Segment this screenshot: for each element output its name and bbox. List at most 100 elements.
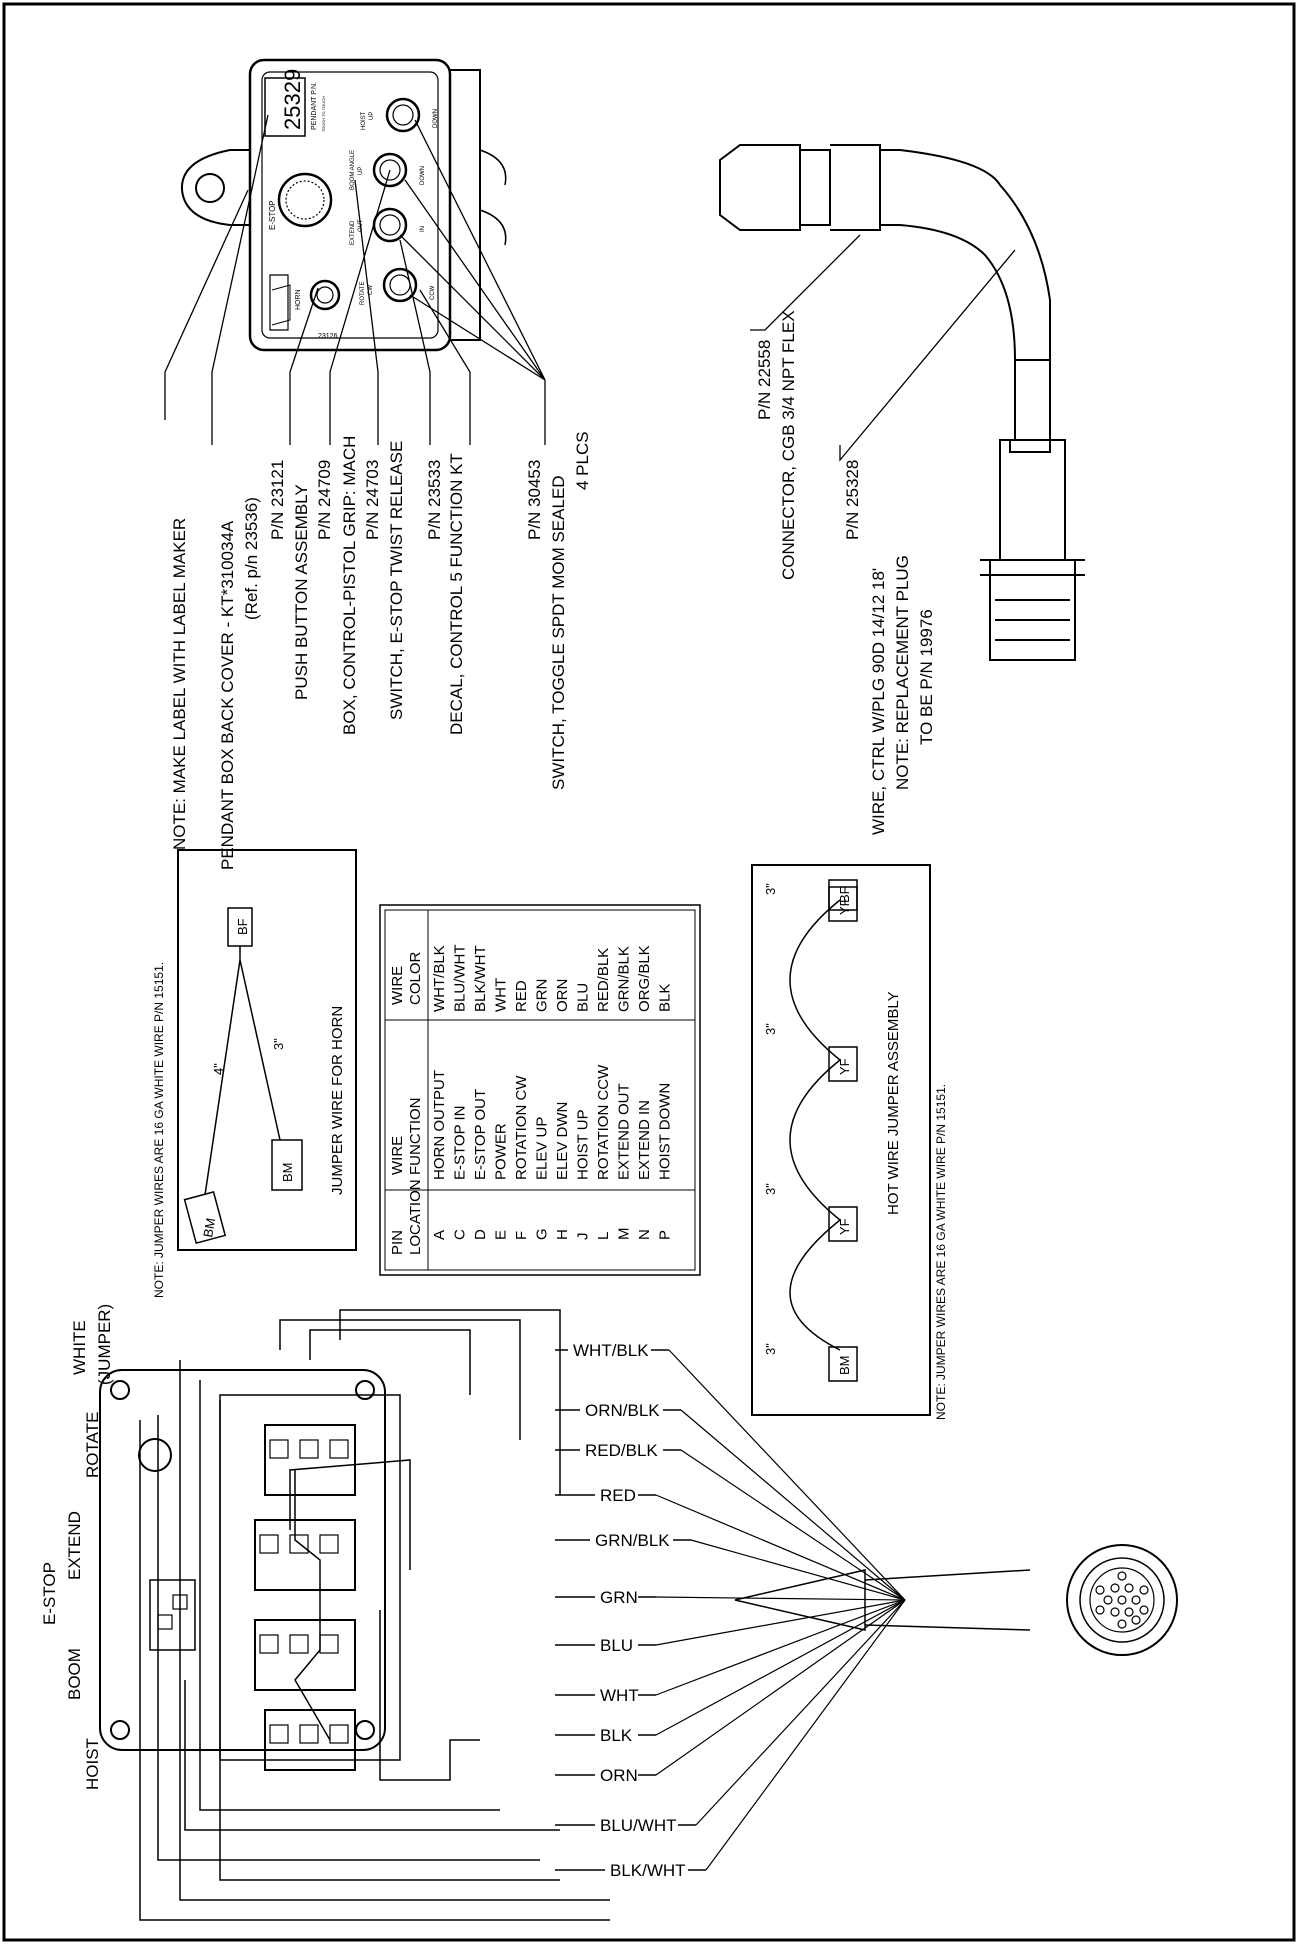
toggle-rotate: ROTATE CW CCW — [360, 267, 436, 305]
horn-jumper-bm-a: BM — [280, 1163, 295, 1183]
wire-label: GRN/BLK — [595, 1531, 670, 1550]
wire-label: GRN — [600, 1588, 638, 1607]
leader-lines — [164, 114, 1016, 462]
callout-back-cover-ref: (Ref. p/n 23536) — [242, 497, 261, 620]
wire-label: WHT/BLK — [573, 1341, 649, 1360]
toggle-rotate-label: ROTATE — [360, 282, 366, 305]
side-label-extend: EXTEND — [65, 1511, 84, 1580]
pin-table-cell: E-STOP IN — [452, 1106, 469, 1180]
callout-estop-switch: SWITCH, E-STOP TWIST RELEASE — [387, 441, 406, 720]
pin-table-cell: POWER — [493, 1123, 510, 1180]
pin-table-cell: A — [431, 1230, 448, 1240]
toggle-boom-label: BOOM ANGLE — [350, 150, 356, 190]
connector-pin — [1095, 1585, 1105, 1595]
wire-label: BLK/WHT — [610, 1861, 686, 1880]
side-label-white: WHITE — [70, 1320, 89, 1375]
hot-jumper-length: 3" — [763, 1343, 778, 1355]
wire-leader — [655, 1494, 906, 1601]
connector-pin — [1103, 1595, 1113, 1605]
pendant-pn-number: 25329 — [280, 69, 305, 130]
hot-jumper-end: BM — [837, 1356, 852, 1376]
pin-table-cell: E — [493, 1230, 510, 1240]
pin-table-header: PIN — [389, 1230, 406, 1255]
connector-pin — [1139, 1585, 1149, 1595]
wire-leader — [680, 1409, 906, 1601]
wire-leader — [655, 1599, 906, 1646]
pin-table-cell: M — [616, 1228, 633, 1241]
toggle-boom: BOOM ANGLE UP DOWN — [350, 150, 426, 190]
pin-table-cell: WHT/BLK — [431, 945, 448, 1012]
wire-label: RED/BLK — [585, 1441, 658, 1460]
pin-table-cell: ELEV UP — [534, 1117, 551, 1180]
pin-table-header: WIRE — [389, 966, 406, 1005]
pin-table-cell: RED/BLK — [595, 948, 612, 1012]
toggle-extend: EXTEND OUT IN — [350, 207, 426, 245]
pin-table-cell: ROTATION CW — [513, 1075, 530, 1180]
pin-table-cell: E-STOP OUT — [472, 1089, 489, 1180]
callout-box-control: BOX, CONTROL-PISTOL GRIP: MACH — [340, 436, 359, 735]
pin-table-cell: F — [513, 1231, 530, 1240]
pin-table — [379, 904, 701, 1276]
wiring-diagram: WHITE (JUMPER) ROTATE E-STOP EXTEND BOOM… — [40, 1304, 1178, 1921]
callout-pn-30453: P/N 30453 — [525, 460, 544, 540]
pin-table-cell: ORN — [554, 979, 571, 1012]
horn-jumper-title: JUMPER WIRE FOR HORN — [329, 1006, 346, 1195]
wire-leader — [690, 1539, 906, 1601]
wire-label: BLK — [600, 1726, 633, 1745]
pin-table-header: COLOR — [407, 951, 424, 1005]
toggle-hoist-label: HOIST — [361, 111, 367, 130]
callout-pn-23121: P/N 23121 — [268, 460, 287, 540]
wire-label: ORN/BLK — [585, 1401, 660, 1420]
connector-pin — [1117, 1595, 1127, 1605]
pin-table-cell: H — [554, 1229, 571, 1240]
hot-jumper-length: 3" — [763, 1023, 778, 1035]
hot-jumper-title: HOT WIRE JUMPER ASSEMBLY — [885, 991, 902, 1215]
hot-jumper-length: 3" — [763, 1183, 778, 1195]
toggle-extend-down: IN — [420, 226, 426, 232]
estop-knob — [277, 172, 333, 228]
hot-jumper-end: YF — [837, 898, 852, 915]
pin-table-cell: C — [452, 1229, 469, 1240]
pin-table-cell: N — [636, 1229, 653, 1240]
callout-replacement-pn: TO BE P/N 19976 — [917, 609, 936, 745]
pin-table-cell: ROTATION CCW — [595, 1064, 612, 1180]
callout-decal: DECAL, CONTROL 5 FUNCTION KT — [447, 453, 466, 735]
pin-table-header: FUNCTION — [407, 1098, 424, 1176]
hot-jumper-end: YF — [837, 1058, 852, 1075]
wire-leader — [655, 1596, 906, 1601]
pin-table-cell: BLK — [657, 984, 674, 1012]
callout-label-maker: NOTE: MAKE LABEL WITH LABEL MAKER — [170, 518, 189, 850]
wire-label: RED — [600, 1486, 636, 1505]
callout-pn-23533: P/N 23533 — [425, 460, 444, 540]
pin-table-cell: EXTEND OUT — [616, 1083, 633, 1180]
callout-wire-ctrl: WIRE, CTRL W/PLG 90D 14/12 18' — [869, 568, 888, 835]
horn-jumper-panel: NOTE: JUMPER WIRES ARE 16 GA WHITE WIRE … — [152, 849, 357, 1298]
pin-table-cell: P — [657, 1230, 674, 1240]
callout-texts: NOTE: MAKE LABEL WITH LABEL MAKER PENDAN… — [170, 310, 936, 870]
pin-table-cell: D — [472, 1229, 489, 1240]
horn-jumper-len-4: 4" — [211, 1063, 226, 1075]
callout-replacement-plug: NOTE: REPLACEMENT PLUG — [893, 555, 912, 790]
pin-table-header: WIRE — [389, 1136, 406, 1175]
estop-label: E-STOP — [268, 200, 277, 230]
toggle-extend-label: EXTEND — [350, 220, 356, 245]
pin-table-cell: G — [534, 1228, 551, 1240]
callout-pn-24703: P/N 24703 — [363, 460, 382, 540]
horn-button — [309, 279, 341, 311]
wire-leader — [655, 1599, 906, 1696]
wire-label: BLU/WHT — [600, 1816, 677, 1835]
connector-pin — [1124, 1607, 1134, 1617]
side-label-rotate: ROTATE — [83, 1412, 102, 1478]
pin-table-cell: BLU/WHT — [452, 945, 469, 1013]
horn-jumper-bm-b: BM — [200, 1217, 218, 1239]
pin-table-header: LOCATION — [407, 1179, 424, 1255]
connector-pin — [1139, 1605, 1149, 1615]
side-label-jumper: (JUMPER) — [95, 1304, 114, 1385]
pendant-box: 25329 PENDANT P.N. TOUCH TO TOUCH E-STOP… — [180, 58, 507, 352]
hot-jumper-end-bf: BF — [837, 886, 852, 903]
side-label-estop: E-STOP — [40, 1562, 59, 1625]
hot-jumper-end: YF — [837, 1218, 852, 1235]
pin-table-cell: L — [595, 1232, 612, 1240]
wire-leader — [668, 1349, 906, 1601]
